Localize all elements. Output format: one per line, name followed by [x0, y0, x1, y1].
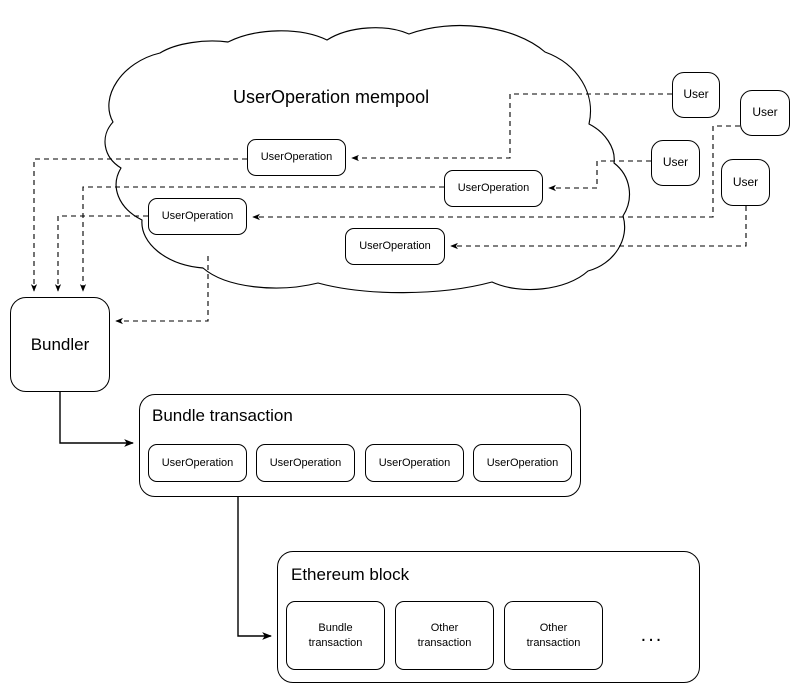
ethereum-block-tx-2-line1: Other [430, 622, 459, 635]
user-node-3[interactable]: User [651, 140, 700, 186]
ethereum-block-tx-1[interactable]: Bundle transaction [286, 601, 385, 670]
edge-userop4-to-bundler [115, 256, 209, 325]
ethereum-block-tx-1-line2: transaction [308, 636, 363, 649]
bundle-transaction-title: Bundle transaction [152, 406, 293, 425]
ethereum-block-tx-2[interactable]: Other transaction [395, 601, 494, 670]
bundler-node[interactable]: Bundler [10, 297, 110, 392]
mempool-cloud-label: UserOperation mempool [233, 87, 430, 107]
ethereum-block-more-indicator: ... [640, 623, 664, 646]
ethereum-block-tx-3-line2: transaction [526, 636, 581, 649]
edge-user3-to-userop2 [548, 160, 651, 192]
ethereum-block-tx-3-line1: Other [539, 622, 568, 635]
bundle-transaction-userop-1[interactable]: UserOperation [148, 444, 247, 482]
ethereum-block-tx-2-line2: transaction [417, 636, 472, 649]
edge-bundle-transaction-to-ethereum-block [237, 497, 272, 640]
edge-userop3-to-bundler [54, 215, 148, 292]
bundle-transaction-userop-3[interactable]: UserOperation [365, 444, 464, 482]
user-node-2[interactable]: User [740, 90, 790, 136]
mempool-userop-4[interactable]: UserOperation [345, 228, 445, 265]
ethereum-block-tx-1-line1: Bundle [318, 622, 353, 635]
mempool-userop-2[interactable]: UserOperation [444, 170, 543, 207]
bundle-transaction-userop-4[interactable]: UserOperation [473, 444, 572, 482]
edge-user4-to-userop4 [450, 206, 747, 250]
mempool-userop-1[interactable]: UserOperation [247, 139, 346, 176]
mempool-userop-3[interactable]: UserOperation [148, 198, 247, 235]
ethereum-block-tx-3[interactable]: Other transaction [504, 601, 603, 670]
user-node-1[interactable]: User [672, 72, 720, 118]
edge-bundler-to-bundle-transaction [59, 392, 134, 447]
user-node-4[interactable]: User [721, 159, 770, 206]
bundle-transaction-userop-2[interactable]: UserOperation [256, 444, 355, 482]
ethereum-block-title: Ethereum block [291, 565, 410, 584]
